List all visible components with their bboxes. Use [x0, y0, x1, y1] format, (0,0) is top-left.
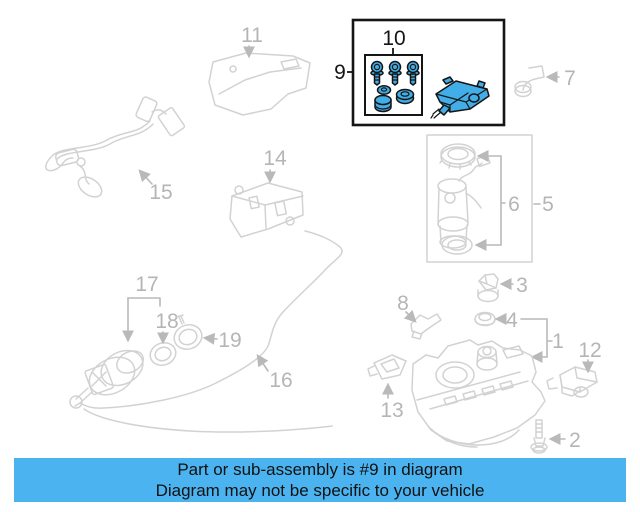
callout-10: 10 — [382, 27, 405, 50]
highlight-box-part-9: 9 10 — [334, 18, 506, 127]
callout-14: 14 — [263, 147, 287, 170]
part-8-bracket-illustration: 8 — [397, 292, 442, 340]
callout-6: 6 — [508, 193, 520, 216]
hardware-grommet-icon — [395, 88, 415, 105]
hardware-washer-icon — [376, 85, 392, 95]
callout-19: 19 — [218, 329, 241, 352]
part-1-fuel-tank-illustration — [411, 339, 546, 448]
part-18-seal-illustration: 18 — [149, 310, 179, 367]
callout-18: 18 — [155, 310, 178, 333]
part-19-clamp-illustration: 19 — [173, 314, 242, 352]
info-banner: Part or sub-assembly is #9 in diagram Di… — [14, 458, 626, 502]
part-12-sensor-illustration: 12 — [546, 339, 602, 398]
callout-16: 16 — [269, 369, 292, 392]
callout-12: 12 — [578, 339, 601, 362]
callout-4: 4 — [506, 309, 518, 332]
part-5-6-fuel-pump-illustration: 6 5 — [426, 134, 554, 263]
part-13-sensor-illustration: 13 — [367, 354, 407, 422]
callout-13: 13 — [380, 399, 403, 422]
callout-17: 17 — [135, 273, 158, 296]
banner-line-1: Part or sub-assembly is #9 in diagram — [177, 460, 463, 479]
callout-7: 7 — [564, 67, 576, 90]
hardware-bolt-icon — [370, 60, 420, 86]
callout-3: 3 — [516, 274, 528, 297]
highlighted-solenoid-part — [430, 76, 490, 119]
part-15-wiring-harness-illustration: 15 — [45, 96, 186, 204]
part-17-purge-valve-illustration: 17 — [74, 273, 161, 407]
callout-15: 15 — [149, 181, 172, 204]
part-11-cover-illustration: 11 — [208, 24, 311, 116]
callout-1: 1 — [552, 330, 564, 353]
hardware-cap-icon — [374, 94, 392, 113]
callout-8: 8 — [397, 292, 409, 315]
banner-line-2: Diagram may not be specific to your vehi… — [155, 481, 485, 500]
part-3-valve-illustration: 3 — [477, 273, 528, 303]
part-14-bracket-illustration: 14 — [229, 147, 304, 238]
part-4-grommet-illustration: 4 1 — [474, 309, 564, 363]
part-16-vapor-tube-illustration: 16 — [69, 230, 343, 433]
callout-11: 11 — [241, 24, 263, 47]
part-7-elbow-connector-illustration: 7 — [514, 65, 576, 98]
callout-9: 9 — [334, 61, 346, 84]
callout-5: 5 — [542, 193, 554, 216]
part-2-bolt-illustration: 2 — [530, 419, 581, 454]
callout-2: 2 — [569, 429, 581, 452]
